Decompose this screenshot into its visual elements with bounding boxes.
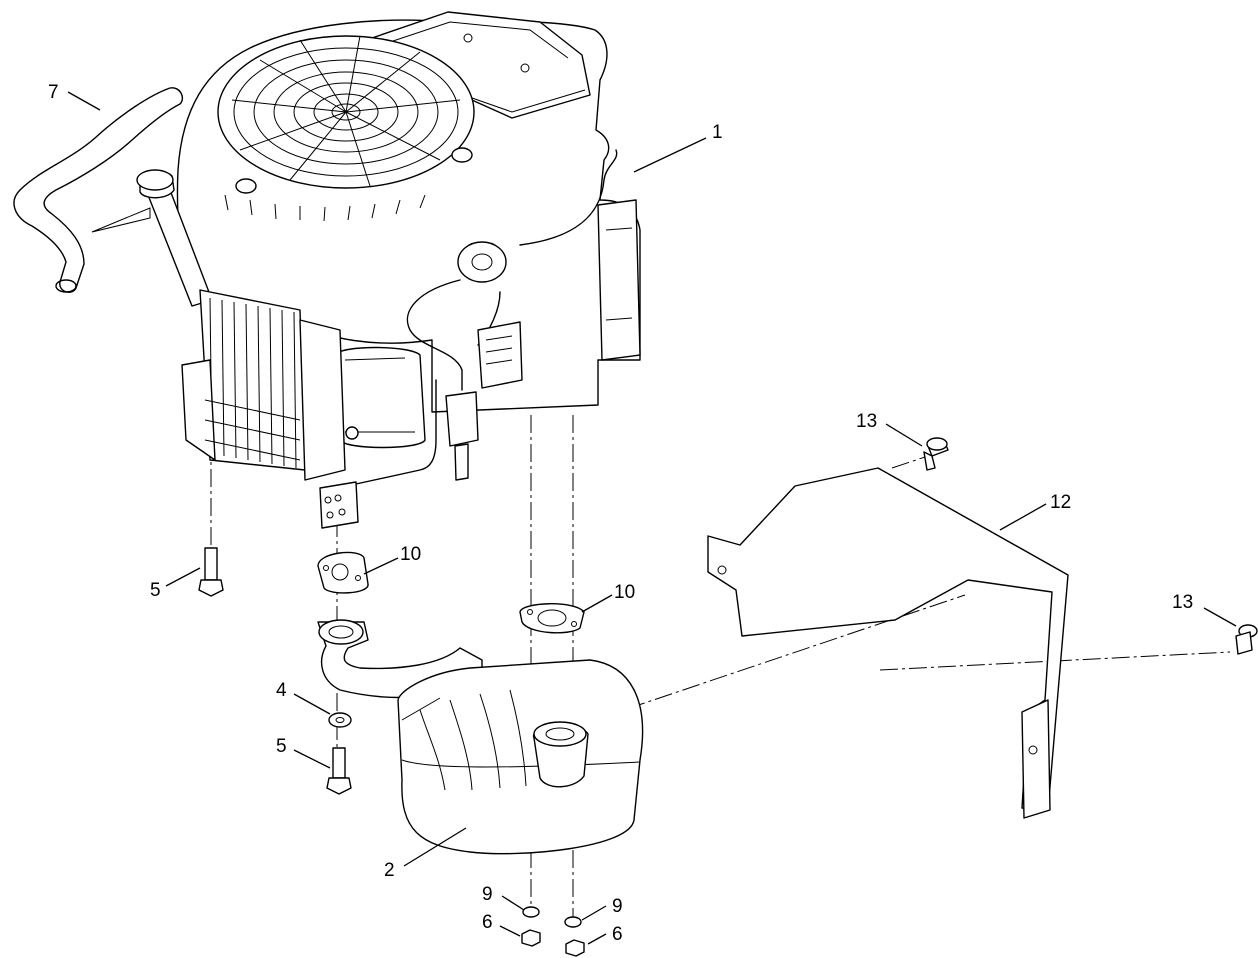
- leader-lines: [67, 91, 1237, 945]
- callout-7: 7: [48, 82, 59, 103]
- callout-1: 1: [712, 122, 723, 143]
- lock-washer: [328, 712, 352, 728]
- callout-labels: 1 7 5 10 10 12 13 13 4 5 2 9 9 6 6: [48, 82, 1193, 945]
- callout-9a: 9: [482, 884, 493, 905]
- engine: [91, 11, 641, 529]
- washer-right: [564, 916, 582, 928]
- screw-top: [923, 437, 949, 471]
- muffler: [317, 619, 644, 855]
- callout-6b: 6: [612, 924, 623, 945]
- cylinder-fins: [181, 289, 306, 471]
- fan-grille: [217, 35, 475, 189]
- heat-shield: [707, 467, 1069, 819]
- gasket-left: [317, 551, 369, 594]
- callout-5a: 5: [150, 580, 161, 601]
- callout-9b: 9: [612, 896, 623, 917]
- washer-left: [522, 906, 540, 918]
- callout-10a: 10: [400, 544, 421, 565]
- callout-5b: 5: [276, 736, 287, 757]
- bolt-upper: [198, 547, 224, 597]
- callout-10b: 10: [614, 582, 635, 603]
- nut-left: [521, 929, 541, 947]
- callout-2: 2: [384, 860, 395, 881]
- bolt-lower: [326, 747, 352, 795]
- callout-4: 4: [276, 680, 287, 701]
- callout-12: 12: [1050, 492, 1071, 513]
- callout-13a: 13: [856, 411, 877, 432]
- hose: [13, 87, 184, 293]
- callout-6a: 6: [482, 912, 493, 933]
- nut-right: [565, 939, 585, 957]
- callout-13b: 13: [1172, 592, 1193, 613]
- gasket-right: [519, 603, 585, 634]
- screw-right: [1235, 624, 1258, 655]
